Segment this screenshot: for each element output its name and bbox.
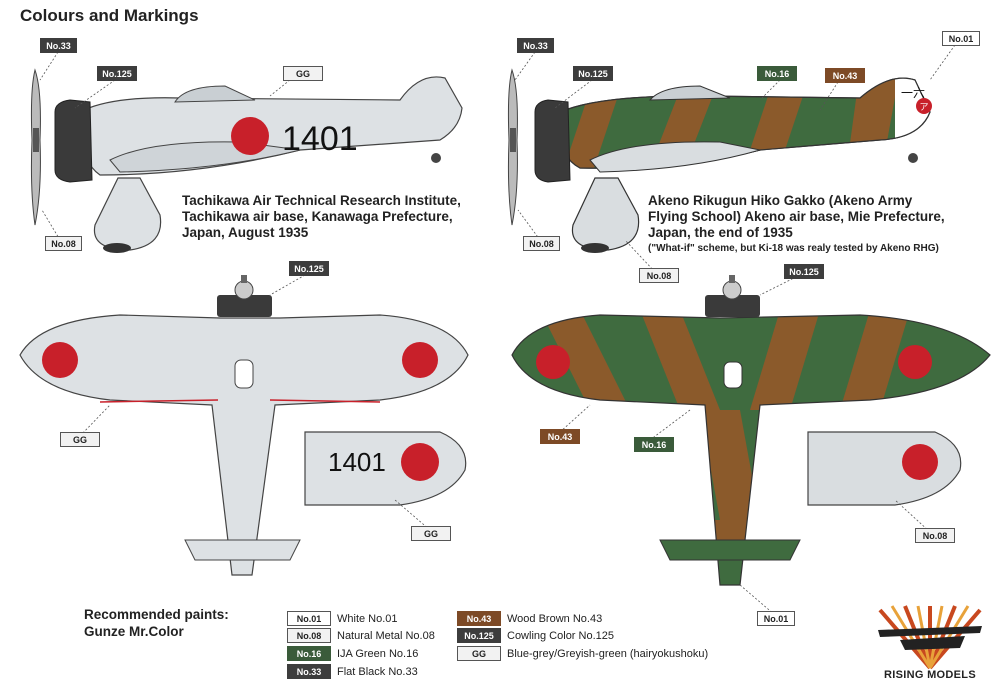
tag-no43-right-top: No.43 [540, 429, 580, 444]
legend-item-gg: GG Blue-grey/Greyish-green (hairyokushoku… [457, 645, 709, 662]
legend-label: Blue-grey/Greyish-green (hairyokushoku) [507, 647, 709, 660]
legend-item-no33: No.33 Flat Black No.33 [287, 663, 418, 680]
legend-label: IJA Green No.16 [337, 647, 419, 660]
tag-no125-left: No.125 [97, 66, 137, 81]
legend-title-line-1: Recommended paints: [84, 607, 229, 622]
legend-title: Recommended paints: Gunze Mr.Color [84, 606, 229, 640]
tag-gg-left-side: GG [283, 66, 323, 81]
legend-item-no16: No.16 IJA Green No.16 [287, 645, 419, 662]
brand-logo [875, 605, 985, 670]
legend-swatch: No.01 [287, 611, 331, 627]
fuselage-code: 1401 [282, 120, 358, 158]
caption-right-line-2: Flying School) Akeno air base, Mie Prefe… [648, 209, 945, 224]
tag-no01-right-top: No.01 [757, 611, 795, 626]
legend-label: Cowling Color No.125 [507, 629, 614, 642]
legend-item-no01: No.01 White No.01 [287, 610, 398, 627]
tag-gg-left-top: GG [60, 432, 100, 447]
tag-no08-left: No.08 [45, 236, 82, 251]
tag-no08-right-gear: No.08 [639, 268, 679, 283]
tag-no16-right-side: No.16 [757, 66, 797, 81]
legend-swatch: No.43 [457, 611, 501, 627]
caption-left-line-3: Japan, August 1935 [182, 225, 309, 240]
tag-no125-right-top: No.125 [784, 264, 824, 279]
left-top-view [19, 275, 469, 576]
caption-left-line-2: Tachikawa air base, Kanawaga Prefecture, [182, 209, 453, 224]
legend-label: Flat Black No.33 [337, 665, 418, 678]
tag-gg-left-wing: GG [411, 526, 451, 541]
legend-swatch: No.08 [287, 628, 331, 644]
tag-no125-right: No.125 [573, 66, 613, 81]
tag-no16-right-top: No.16 [634, 437, 674, 452]
brand-name: RISING MODELS [884, 669, 976, 681]
tag-no33-left: No.33 [40, 38, 77, 53]
leader-lines [39, 44, 956, 616]
legend-swatch: No.33 [287, 664, 331, 680]
legend-label: Wood Brown No.43 [507, 612, 603, 625]
legend-swatch: No.125 [457, 628, 501, 644]
legend-item-no43: No.43 Wood Brown No.43 [457, 610, 603, 627]
legend-label: White No.01 [337, 612, 398, 625]
caption-left-line-1: Tachikawa Air Technical Research Institu… [182, 193, 461, 208]
legend-swatch: GG [457, 646, 501, 662]
tag-no33-right: No.33 [517, 38, 554, 53]
left-side-view: 1401 [30, 68, 463, 253]
left-wing-underside-detail: 1401 [304, 431, 467, 506]
caption-right-line-1: Akeno Rikugun Hiko Gakko (Akeno Army [648, 193, 913, 208]
legend-title-line-2: Gunze Mr.Color [84, 624, 184, 639]
right-wing-underside-detail [807, 431, 962, 506]
legend-label: Natural Metal No.08 [337, 629, 435, 642]
tag-no125-left-top: No.125 [289, 261, 329, 276]
tag-no01-right-side: No.01 [942, 31, 980, 46]
legend-item-no125: No.125 Cowling Color No.125 [457, 627, 614, 644]
caption-right: Akeno Rikugun Hiko Gakko (Akeno Army Fly… [648, 193, 945, 257]
legend-item-no08: No.08 Natural Metal No.08 [287, 627, 435, 644]
tag-no08-right: No.08 [523, 236, 560, 251]
tag-no43-right-side: No.43 [825, 68, 865, 83]
tail-kana: 一六 [901, 86, 925, 100]
tail-emblem: ア [919, 102, 928, 112]
right-side-view: 一六 ア [507, 68, 932, 253]
caption-right-note: ("What-if" scheme, but Ki-18 was realy t… [648, 243, 939, 254]
tag-no08-right-wing: No.08 [915, 528, 955, 543]
right-top-view [511, 275, 991, 586]
caption-right-line-3: Japan, the end of 1935 [648, 225, 793, 240]
wing-code: 1401 [328, 447, 386, 477]
caption-left: Tachikawa Air Technical Research Institu… [182, 193, 461, 241]
legend-swatch: No.16 [287, 646, 331, 662]
page-title: Colours and Markings [20, 6, 199, 25]
